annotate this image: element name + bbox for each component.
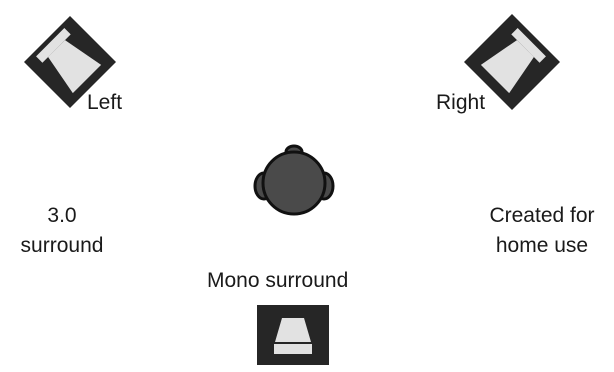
right-speaker-icon [464,14,560,110]
left-speaker-icon [24,16,116,108]
right-speaker-label: Right [436,91,486,114]
format-label-line2: surround [20,234,104,257]
format-label: 3.0 surround [0,201,124,261]
listener-head-icon [253,144,335,216]
surround-speaker-icon [257,305,329,365]
mono-surround-label: Mono surround [207,269,349,292]
home-use-note-line2: home use [495,234,589,257]
format-label-line1: 3.0 [47,204,77,227]
left-speaker-label: Left [87,91,123,114]
home-use-note: Created for home use [470,201,614,261]
home-use-note-line1: Created for [489,204,595,227]
